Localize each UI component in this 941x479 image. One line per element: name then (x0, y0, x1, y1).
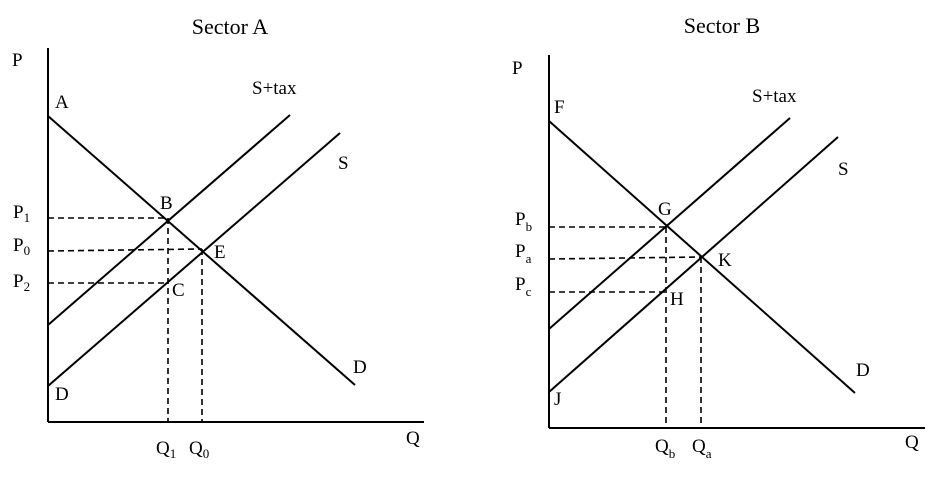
sector-a-supply-tax-curve (47, 114, 291, 326)
sector-b-price-pb-main: P (515, 209, 526, 230)
sector-a-price-p2-sub: 2 (24, 279, 31, 294)
sector-b-price-pc-sub: c (526, 284, 532, 299)
sector-a-panel: Sector A P Q A B C D E S+tax S D P1 P0 P… (12, 14, 424, 461)
sector-a-price-p0-sub: 0 (24, 243, 31, 258)
sector-b-supply-tax-curve (548, 117, 791, 330)
sector-a-point-a: A (55, 92, 69, 113)
sector-a-price-p1-sub: 1 (24, 210, 31, 225)
sector-b-price-pc-main: P (515, 274, 526, 295)
sector-a-quantity-q1-main: Q (156, 438, 170, 459)
sector-b-y-axis-label: P (512, 58, 523, 79)
sector-b-supply-label: S (838, 159, 849, 180)
sector-b-price-pb: Pb (515, 209, 532, 234)
sector-b-price-pb-sub: b (526, 219, 533, 234)
sector-b-point-h: H (670, 289, 684, 310)
sector-b-quantity-qa-sub: a (706, 446, 712, 461)
sector-a-supply-label: S (338, 153, 349, 174)
sector-a-x-axis-label: Q (406, 428, 420, 449)
sector-a-quantity-q0: Q0 (189, 438, 209, 461)
sector-a-quantity-q0-sub: 0 (203, 446, 210, 461)
sector-a-price-p2-main: P (13, 271, 24, 292)
sector-b-supply-curve (548, 136, 839, 393)
sector-b-price-pa-sub: a (526, 251, 532, 266)
sector-b-x-axis-label: Q (905, 432, 919, 453)
sector-a-price-p0: P0 (13, 235, 30, 258)
sector-b-quantity-qb-sub: b (669, 446, 676, 461)
sector-b-quantity-qb-main: Q (655, 436, 669, 457)
sector-a-point-e: E (214, 242, 226, 263)
sector-b-demand-label: D (856, 360, 870, 381)
sector-a-title: Sector A (192, 14, 268, 39)
sector-b-point-f: F (554, 97, 565, 118)
sector-a-price-p1-main: P (13, 202, 24, 223)
sector-b-quantity-qb: Qb (655, 436, 675, 461)
sector-b-price-pa: Pa (515, 241, 532, 266)
sector-b-point-k: K (718, 250, 732, 271)
sector-b-point-j: J (554, 389, 561, 410)
sector-a-p0-guide (47, 248, 203, 252)
sector-a-price-p2: P2 (13, 271, 30, 294)
sector-a-quantity-q1: Q1 (156, 438, 176, 461)
sector-a-price-p1: P1 (13, 202, 30, 225)
sector-b-title: Sector B (684, 13, 760, 38)
sector-a-point-c: C (172, 280, 185, 301)
sector-b-price-pa-main: P (515, 241, 526, 262)
sector-a-price-p0-main: P (13, 235, 24, 256)
sector-a-point-d: D (55, 384, 69, 405)
sector-a-quantity-q1-sub: 1 (170, 446, 177, 461)
sector-b-point-g: G (658, 199, 672, 220)
sector-b-panel: Sector B P Q F G H J K S+tax S D Pb Pa P… (512, 13, 925, 461)
sector-b-pa-guide (548, 256, 702, 260)
sector-b-price-pc: Pc (515, 274, 532, 299)
sector-a-y-axis-label: P (12, 50, 23, 71)
sector-a-supply-curve (47, 132, 341, 387)
sector-b-quantity-qa: Qa (692, 436, 712, 461)
sector-a-demand-label: D (353, 357, 367, 378)
sector-b-quantity-qa-main: Q (692, 436, 706, 457)
sector-a-supply-tax-label: S+tax (252, 78, 297, 99)
sector-a-point-b: B (160, 193, 173, 214)
sector-b-supply-tax-label: S+tax (752, 86, 797, 107)
sector-a-quantity-q0-main: Q (189, 438, 203, 459)
